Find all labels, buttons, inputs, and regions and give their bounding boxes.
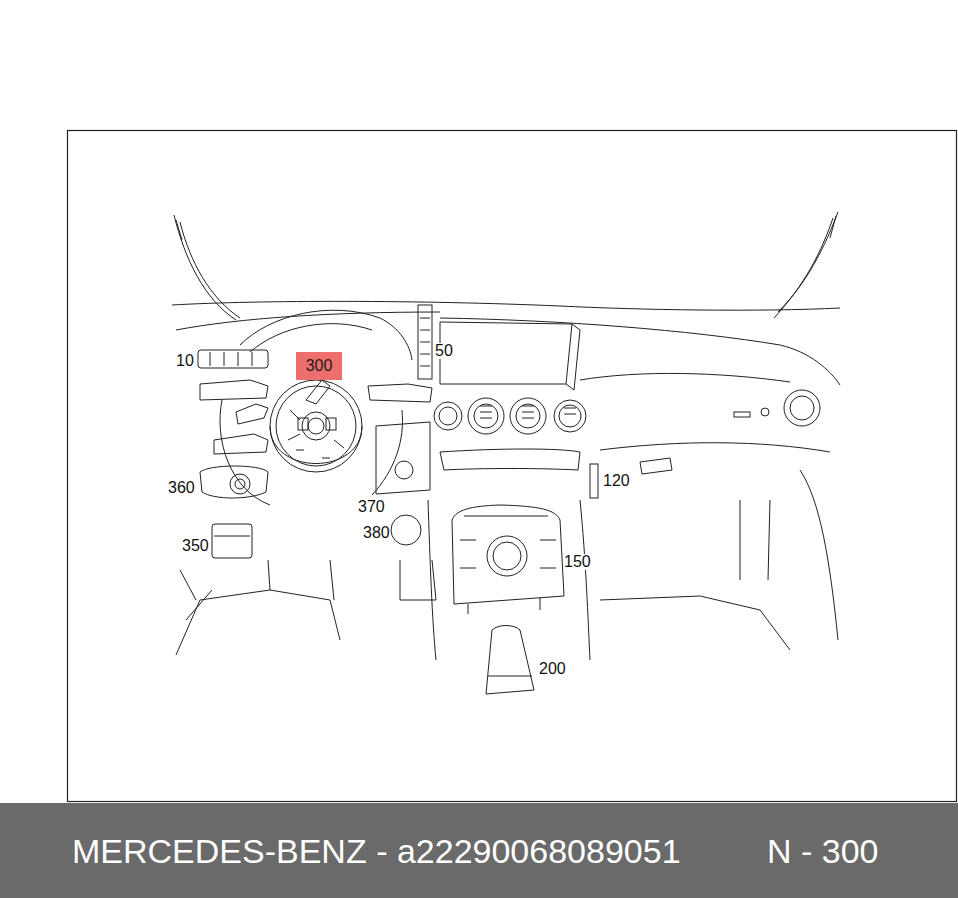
callout-number: 350 bbox=[182, 538, 209, 554]
callout-number: 120 bbox=[603, 473, 630, 489]
title-text: MERCEDES-BENZ - a22290068089051 bbox=[72, 834, 681, 868]
callout-number: 50 bbox=[435, 343, 453, 359]
callout-number: 300 bbox=[306, 358, 333, 374]
callout-number: 150 bbox=[564, 554, 591, 570]
highlight-box: 300 bbox=[296, 352, 342, 380]
title-text: N - 300 bbox=[767, 834, 879, 868]
callout-number: 10 bbox=[176, 353, 194, 369]
title-band: MERCEDES-BENZ - a22290068089051 N - 300 bbox=[0, 803, 958, 898]
callout-number: 200 bbox=[539, 661, 566, 677]
callout-number: 360 bbox=[168, 480, 195, 496]
callout-number: 380 bbox=[363, 525, 390, 541]
callout-number: 370 bbox=[358, 499, 385, 515]
